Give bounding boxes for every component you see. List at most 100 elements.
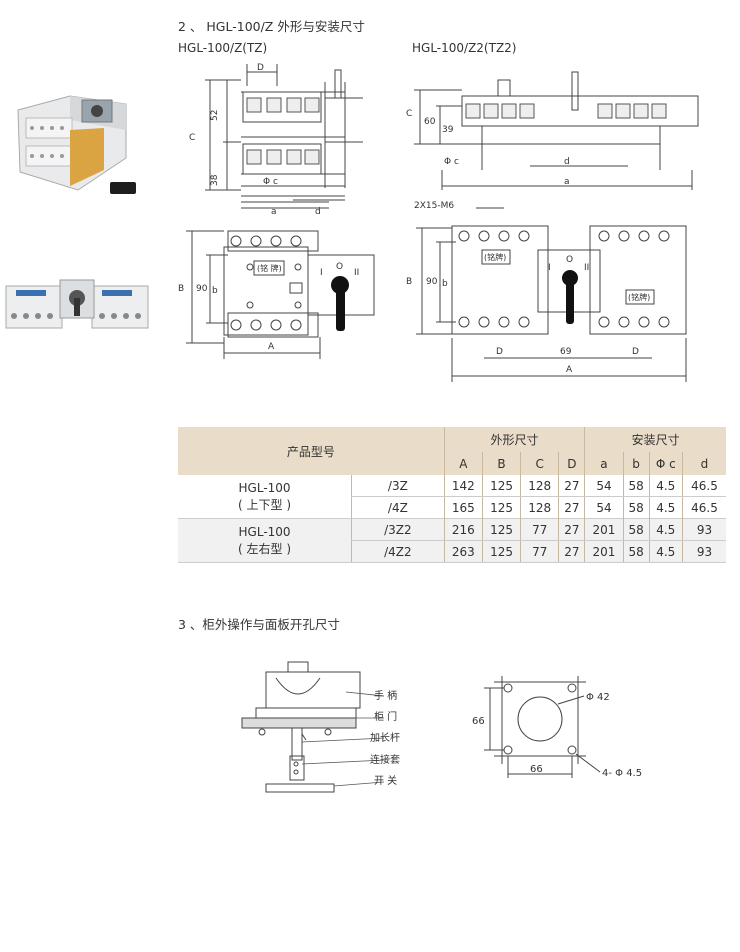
section-3-title: 3 、柜外操作与面板开孔尺寸 bbox=[178, 617, 340, 632]
value-cell: 27 bbox=[558, 518, 585, 541]
value-cell: 125 bbox=[481, 518, 521, 541]
value-cell: 27 bbox=[558, 475, 585, 497]
col-header: D bbox=[558, 452, 585, 475]
operation-assembly-drawing: 手 柄 柜 门 加长杆 连接套 开 关 bbox=[241, 661, 400, 793]
value-cell: 4.5 bbox=[648, 540, 683, 563]
value-cell: 54 bbox=[584, 496, 624, 519]
value-cell: 27 bbox=[558, 496, 585, 519]
left-label-d: d bbox=[315, 207, 321, 217]
section-2-title: 2 、 HGL-100/Z 外形与安装尺寸 bbox=[178, 19, 365, 34]
left-model-title: HGL-100/Z(TZ) bbox=[178, 41, 268, 55]
left-label-A: A bbox=[268, 342, 275, 352]
label-extension-rod: 加长杆 bbox=[370, 732, 400, 744]
value-cell: 125 bbox=[481, 496, 521, 519]
right-label-39: 39 bbox=[442, 125, 454, 135]
value-cell: 4.5 bbox=[648, 475, 683, 497]
right-label-d: d bbox=[564, 157, 570, 167]
product-photo-horizontal bbox=[5, 279, 149, 329]
label-holes: 4- Φ 4.5 bbox=[602, 768, 642, 779]
right-nameplate-right: (铭牌) bbox=[628, 292, 650, 302]
right-label-C: C bbox=[406, 109, 412, 119]
header-model: 产品型号 bbox=[178, 427, 445, 475]
value-cell: 58 bbox=[622, 496, 650, 519]
right-pos-I: I bbox=[548, 263, 551, 273]
value-cell: 54 bbox=[584, 475, 624, 497]
col-header: C bbox=[520, 452, 559, 475]
value-cell: 77 bbox=[520, 540, 559, 563]
value-cell: 93 bbox=[681, 540, 726, 563]
left-label-52: 52 bbox=[210, 110, 220, 121]
panel-cutout-drawing: Φ 42 66 66 4- Φ 4.5 bbox=[472, 676, 642, 779]
value-cell: 201 bbox=[584, 540, 624, 563]
col-header: d bbox=[681, 452, 726, 475]
value-cell: 46.5 bbox=[681, 496, 726, 519]
value-cell: 142 bbox=[443, 475, 483, 497]
value-cell: 216 bbox=[443, 518, 483, 541]
value-cell: 128 bbox=[520, 496, 559, 519]
left-front-view-drawing: (铭 牌) I O II B 90 b A bbox=[178, 230, 375, 359]
left-pos-I: I bbox=[320, 268, 323, 278]
table-row: /4Z2 263 125 77 27 201 58 4.5 93 bbox=[178, 540, 726, 563]
label-handle: 手 柄 bbox=[374, 689, 397, 702]
value-cell: 4.5 bbox=[648, 518, 683, 541]
right-model-title: HGL-100/Z2(TZ2) bbox=[412, 41, 517, 55]
right-label-m6: 2X15-M6 bbox=[414, 201, 454, 211]
group-name: HGL-100 bbox=[238, 480, 291, 495]
label-phi42: Φ 42 bbox=[586, 692, 610, 703]
product-photo-vertical bbox=[17, 95, 136, 194]
left-side-view-drawing: D C 52 38 Φ c a d bbox=[189, 63, 363, 217]
value-cell: 201 bbox=[584, 518, 624, 541]
group-cell: HGL-100 ( 上下型 ) bbox=[178, 475, 352, 519]
group-sub: ( 上下型 ) bbox=[238, 497, 292, 512]
value-cell: 93 bbox=[681, 518, 726, 541]
right-label-D-right: D bbox=[632, 347, 639, 357]
variant-cell: /4Z2 bbox=[351, 540, 445, 563]
left-label-phic: Φ c bbox=[263, 177, 278, 187]
value-cell: 4.5 bbox=[648, 496, 683, 519]
right-label-B: B bbox=[406, 277, 412, 287]
col-header: A bbox=[443, 452, 483, 475]
header-outline: 外形尺寸 bbox=[443, 427, 585, 452]
left-pos-II: II bbox=[354, 268, 359, 278]
right-front-view-drawing: (铭牌) (铭牌) I O II 2X15-M6 B 90 b D 69 D A bbox=[406, 201, 687, 382]
right-label-60: 60 bbox=[424, 117, 436, 127]
left-pos-O: O bbox=[336, 262, 343, 272]
label-66-horizontal: 66 bbox=[530, 764, 543, 775]
left-label-C: C bbox=[189, 133, 195, 143]
label-66-vertical: 66 bbox=[472, 716, 485, 727]
label-switch: 开 关 bbox=[374, 774, 397, 787]
right-label-D-left: D bbox=[496, 347, 503, 357]
left-label-90: 90 bbox=[196, 284, 208, 294]
col-header: b bbox=[622, 452, 650, 475]
left-label-D: D bbox=[257, 63, 264, 73]
right-label-b: b bbox=[442, 279, 448, 289]
value-cell: 27 bbox=[558, 540, 585, 563]
table-row: HGL-100( 左右型 ) /3Z2 216 125 77 27 201 58… bbox=[178, 518, 726, 563]
value-cell: 77 bbox=[520, 518, 559, 541]
col-header: B bbox=[481, 452, 521, 475]
spec-table: 产品型号 外形尺寸 安装尺寸 A B C D a b Φ c d HGL-100… bbox=[178, 427, 726, 563]
value-cell: 125 bbox=[481, 475, 521, 497]
right-label-90: 90 bbox=[426, 277, 438, 287]
value-cell: 263 bbox=[443, 540, 483, 563]
value-cell: 46.5 bbox=[681, 475, 726, 497]
value-cell: 58 bbox=[622, 540, 650, 563]
table-row: HGL-100( 上下型 ) /3Z 142 125 128 27 54 58 … bbox=[178, 475, 726, 519]
value-cell: 165 bbox=[443, 496, 483, 519]
right-pos-II: II bbox=[584, 263, 589, 273]
right-label-a: a bbox=[564, 177, 570, 187]
value-cell: 58 bbox=[622, 475, 650, 497]
left-label-38: 38 bbox=[210, 174, 220, 186]
value-cell: 58 bbox=[622, 518, 650, 541]
left-label-a: a bbox=[271, 207, 277, 217]
group-sub: ( 左右型 ) bbox=[238, 541, 292, 556]
value-cell: 125 bbox=[481, 540, 521, 563]
group-name: HGL-100 bbox=[238, 524, 291, 539]
right-nameplate-left: (铭牌) bbox=[484, 252, 506, 262]
right-pos-O: O bbox=[566, 255, 573, 265]
header-install: 安装尺寸 bbox=[584, 427, 726, 452]
left-nameplate: (铭 牌) bbox=[257, 263, 282, 273]
variant-cell: /3Z bbox=[351, 475, 445, 497]
right-label-phic: Φ c bbox=[444, 157, 459, 167]
col-header: a bbox=[584, 452, 624, 475]
